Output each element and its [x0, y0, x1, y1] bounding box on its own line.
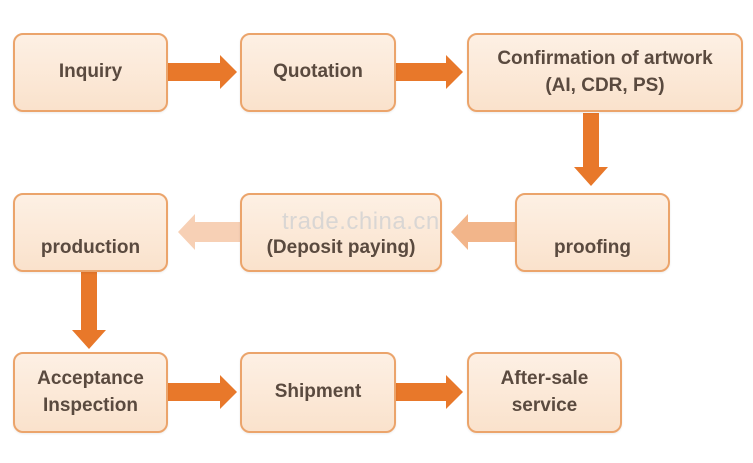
- step-aftersale-label-line1: After-sale: [500, 367, 589, 389]
- arrow-production-to-acceptance: [72, 272, 106, 349]
- step-aftersale-label-line2: service: [511, 394, 578, 416]
- step-acceptance-label-line1: Acceptance: [37, 367, 144, 389]
- step-deposit-label: (Deposit paying): [266, 237, 416, 259]
- step-production: production: [13, 193, 168, 272]
- step-proofing-label: proofing: [553, 237, 632, 259]
- arrow-proofing-to-deposit: [451, 214, 516, 250]
- arrow-shipment-to-aftersale: [396, 375, 463, 409]
- step-quotation: Quotation: [240, 33, 396, 112]
- step-production-label: production: [40, 237, 141, 259]
- arrow-quotation-to-artwork: [396, 55, 463, 89]
- arrow-deposit-to-production: [178, 214, 240, 250]
- arrow-acceptance-to-shipment: [168, 375, 237, 409]
- watermark-text: trade.china.cn: [282, 208, 440, 235]
- step-acceptance-label-line2: Inspection: [42, 394, 138, 416]
- step-shipment: Shipment: [240, 352, 396, 433]
- step-proofing: proofing: [515, 193, 670, 272]
- step-artwork-label-line1: Confirmation of artwork: [497, 47, 713, 69]
- step-inquiry: Inquiry: [13, 33, 168, 112]
- step-artwork-label-line2: (AI, CDR, PS): [545, 74, 665, 96]
- arrow-artwork-to-proofing: [574, 113, 608, 186]
- step-acceptance-inspection: Acceptance Inspection: [13, 352, 168, 433]
- step-shipment-label: Shipment: [274, 381, 362, 403]
- arrow-inquiry-to-quotation: [168, 55, 237, 89]
- step-after-sale-service: After-sale service: [467, 352, 622, 433]
- step-confirmation-of-artwork: Confirmation of artwork (AI, CDR, PS): [467, 33, 743, 112]
- step-quotation-label: Quotation: [273, 61, 363, 83]
- step-inquiry-label: Inquiry: [58, 61, 123, 83]
- step-deposit-paying: (Deposit paying): [240, 193, 442, 272]
